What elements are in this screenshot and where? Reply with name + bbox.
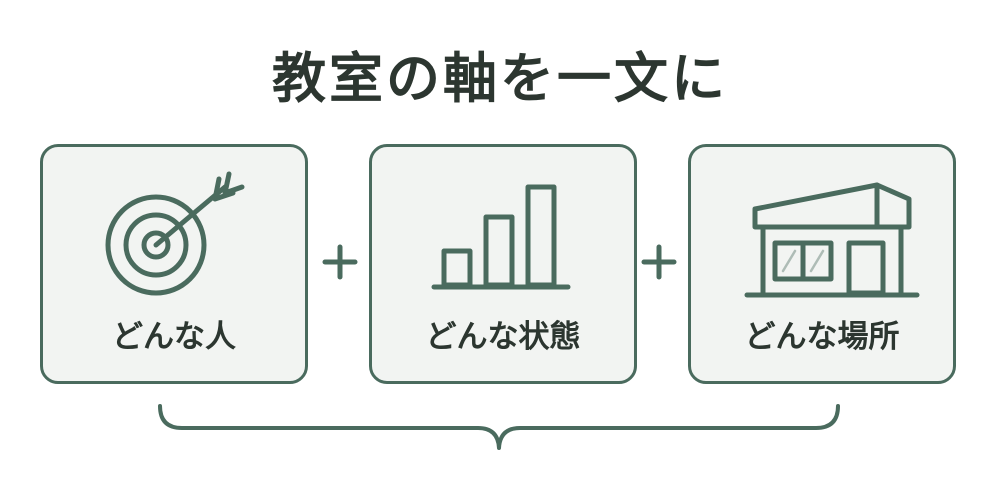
card-place: どんな場所 — [688, 144, 956, 384]
card-person: どんな人 — [40, 144, 308, 384]
page-title: 教室の軸を一文に — [272, 47, 728, 110]
plus-icon — [641, 244, 677, 280]
curly-brace — [158, 404, 840, 450]
card-label-place: どんな場所 — [744, 319, 900, 355]
card-state: どんな状態 — [369, 144, 637, 384]
card-label-person: どんな人 — [112, 319, 236, 355]
plus-icon — [322, 244, 358, 280]
bar-chart-icon — [431, 184, 571, 290]
card-label-state: どんな状態 — [425, 319, 581, 355]
building-icon — [744, 182, 920, 298]
target-arrow-icon — [105, 171, 245, 296]
